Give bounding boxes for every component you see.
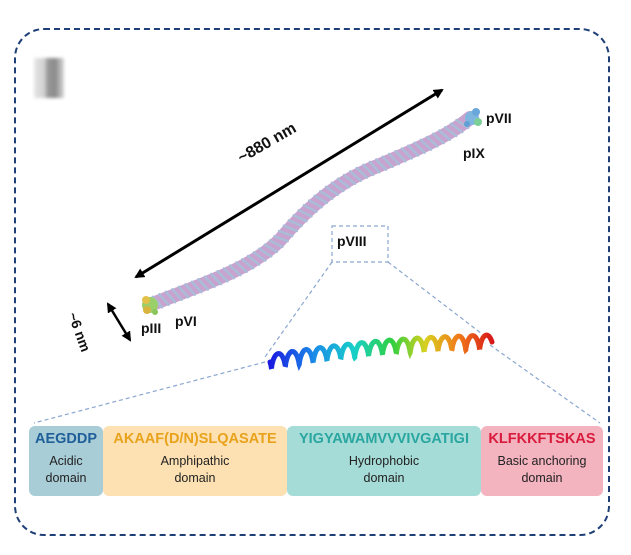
coat-stripe bbox=[437, 129, 452, 141]
dashed-frame bbox=[14, 28, 610, 536]
coat-stripe bbox=[400, 147, 413, 160]
coat-stripe bbox=[240, 258, 255, 270]
coat-stripe bbox=[407, 144, 420, 157]
coat-stripe bbox=[258, 247, 273, 258]
coat-stripe bbox=[297, 209, 313, 218]
coat-stripe bbox=[282, 224, 299, 233]
domain-sequence: KLFKKFTSKAS bbox=[488, 431, 596, 447]
pIII-label: pIII bbox=[141, 320, 162, 336]
pVIII-helix bbox=[267, 332, 495, 372]
filament-coat-stripes bbox=[151, 118, 470, 309]
zoom-guide-lines bbox=[33, 261, 601, 424]
coat-stripe bbox=[368, 160, 381, 174]
coat-stripe bbox=[342, 173, 357, 186]
domain-sequence: AKAAF(D/N)SLQASATE bbox=[113, 431, 277, 447]
coat-stripe bbox=[197, 277, 210, 291]
coat-stripe bbox=[234, 261, 248, 274]
coat-stripe bbox=[308, 199, 323, 209]
coat-stripe bbox=[184, 283, 197, 296]
coat-stripe bbox=[336, 177, 351, 189]
coat-stripe bbox=[268, 239, 284, 249]
pIII-pVI-cap bbox=[142, 296, 158, 315]
pVIII-callout-box bbox=[331, 225, 389, 263]
coat-stripe bbox=[277, 229, 294, 238]
coat-stripe bbox=[164, 290, 177, 304]
coat-stripe bbox=[228, 264, 242, 277]
domain-sequence: AEGDDP bbox=[34, 431, 98, 447]
coat-stripe bbox=[431, 132, 445, 145]
coat-stripe bbox=[449, 122, 464, 134]
coat-stripe bbox=[273, 235, 289, 243]
coat-stripe bbox=[375, 158, 388, 171]
coat-stripe bbox=[246, 254, 261, 266]
coat-stripe bbox=[419, 138, 433, 151]
coat-stripe bbox=[209, 272, 223, 286]
pVIII-label: pVIII bbox=[337, 233, 367, 249]
blurred-panel-label bbox=[34, 58, 64, 98]
coat-stripe bbox=[171, 288, 183, 301]
coat-stripe bbox=[158, 293, 170, 306]
coat-stripe bbox=[216, 270, 229, 283]
coat-stripe bbox=[302, 204, 318, 213]
coat-stripe bbox=[387, 152, 401, 166]
coat-stripe bbox=[425, 135, 439, 148]
coat-stripe bbox=[222, 267, 236, 280]
coat-stripe bbox=[355, 166, 369, 179]
coat-stripe bbox=[381, 155, 394, 169]
pIX-label: pIX bbox=[463, 145, 485, 161]
phage-filament bbox=[143, 111, 477, 312]
length-arrow bbox=[134, 88, 444, 279]
coat-stripe bbox=[177, 285, 190, 299]
coat-stripe bbox=[394, 149, 407, 163]
width-arrow bbox=[106, 302, 132, 342]
coat-stripe bbox=[413, 141, 426, 154]
pVII-pIX-cap bbox=[464, 108, 482, 127]
coat-stripe bbox=[190, 280, 203, 294]
coat-stripe bbox=[330, 181, 345, 193]
coat-stripe bbox=[313, 194, 329, 205]
coat-stripe bbox=[252, 251, 267, 262]
coat-stripe bbox=[361, 163, 375, 177]
coat-stripe bbox=[324, 185, 339, 196]
coat-stripe bbox=[349, 170, 363, 182]
coat-stripe bbox=[319, 190, 334, 200]
pVI-label: pVI bbox=[175, 313, 197, 329]
domain-sequence: YIGYAWAMVVVIVGATIGI bbox=[298, 431, 469, 447]
coat-stripe bbox=[287, 219, 303, 228]
pVII-label: pVII bbox=[486, 110, 512, 126]
coat-stripe bbox=[292, 214, 308, 223]
coat-stripe bbox=[263, 243, 279, 253]
coat-stripe bbox=[203, 275, 216, 289]
coat-stripe bbox=[443, 126, 458, 138]
